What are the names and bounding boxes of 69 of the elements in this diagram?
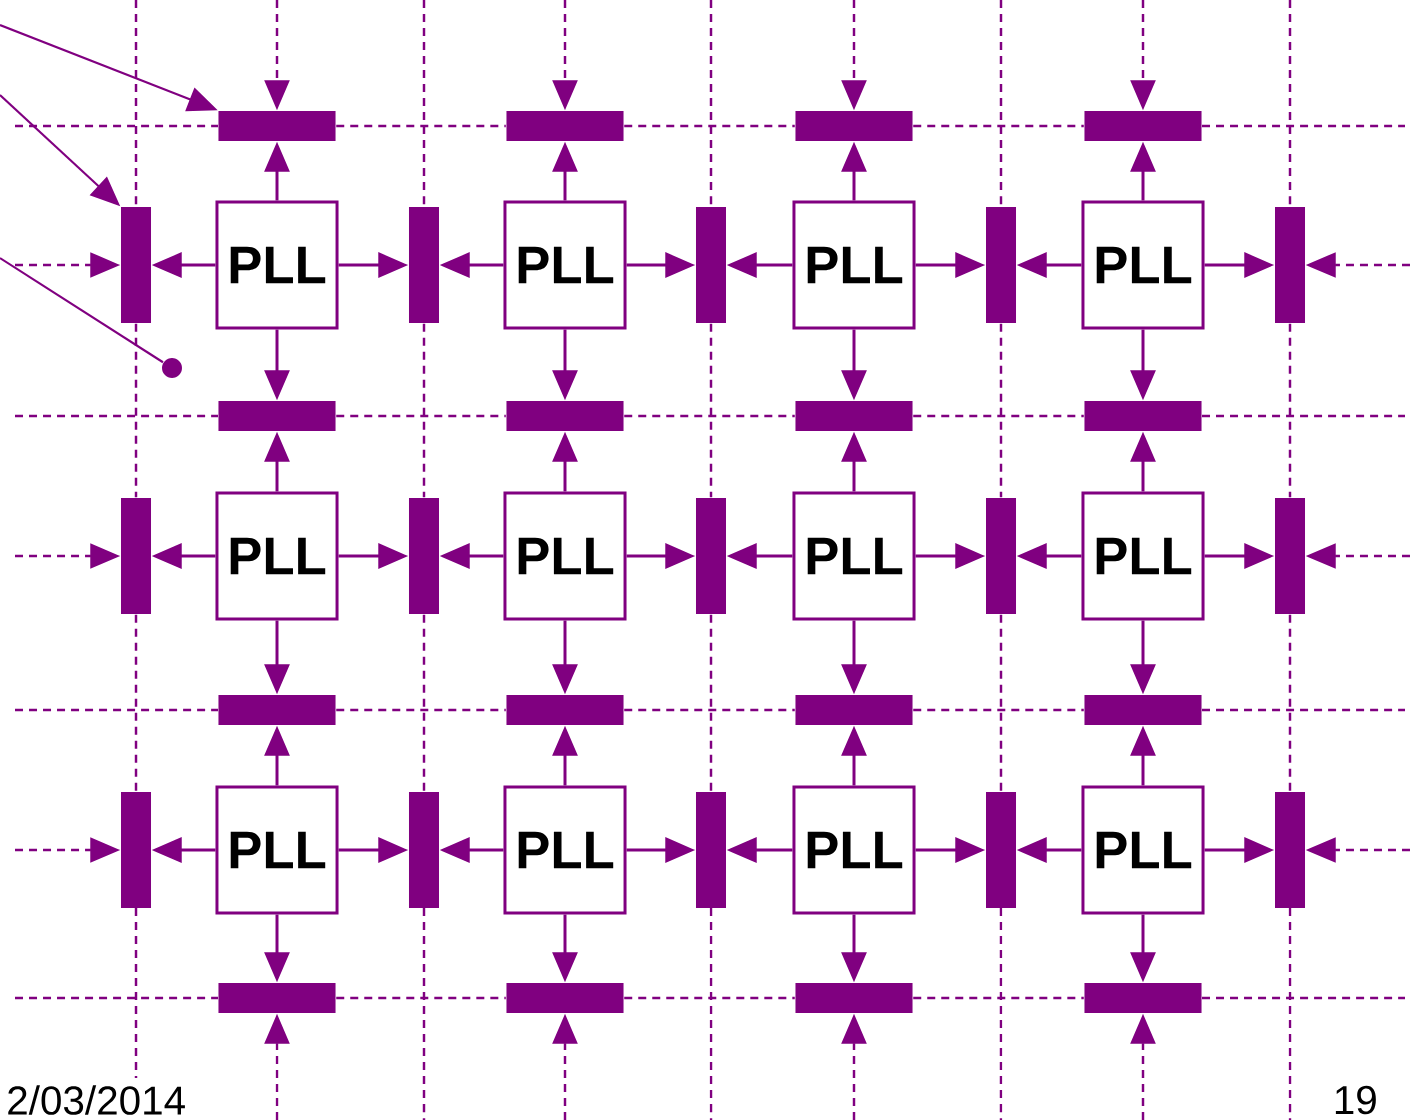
pll-box: PLL xyxy=(503,200,627,330)
bar-block xyxy=(1275,498,1305,615)
bar-block xyxy=(218,983,336,1013)
bar-block xyxy=(795,695,913,726)
dashed-line xyxy=(1288,323,1292,498)
dashed-line xyxy=(913,708,1084,712)
dashed-line xyxy=(336,996,506,1000)
dashed-line xyxy=(336,414,506,418)
bar-block xyxy=(506,695,624,726)
bar-block xyxy=(795,401,913,431)
dashed-line xyxy=(134,323,138,498)
dashed-line xyxy=(336,124,506,128)
bar-block xyxy=(696,206,726,324)
bar-block xyxy=(1084,983,1202,1013)
pll-box: PLL xyxy=(215,200,339,330)
bar-block xyxy=(1084,111,1202,142)
page-number: 19 xyxy=(1329,1082,1382,1118)
dashed-line xyxy=(624,124,795,128)
bar-block xyxy=(218,401,336,431)
pll-box: PLL xyxy=(215,491,339,621)
bar-block xyxy=(795,983,913,1013)
pll-box: PLL xyxy=(503,785,627,915)
bar-block xyxy=(506,111,624,142)
pll-box: PLL xyxy=(503,491,627,621)
pll-box: PLL xyxy=(215,785,339,915)
bar-block xyxy=(1084,695,1202,726)
date-label: 2/03/2014 xyxy=(2,1081,190,1119)
pll-box: PLL xyxy=(792,491,916,621)
dashed-line xyxy=(913,414,1084,418)
bar-block xyxy=(506,983,624,1013)
bar-block xyxy=(696,792,726,909)
dashed-line xyxy=(422,323,426,498)
bar-block xyxy=(696,498,726,615)
bar-block xyxy=(218,695,336,726)
pll-box: PLL xyxy=(1081,785,1205,915)
bar-block xyxy=(121,792,151,909)
dashed-line xyxy=(709,323,713,498)
bar-block xyxy=(1084,401,1202,431)
bar-block xyxy=(795,111,913,142)
dashed-line xyxy=(1288,614,1292,792)
dashed-line xyxy=(709,614,713,792)
dashed-line xyxy=(624,996,795,1000)
dashed-line xyxy=(913,124,1084,128)
dashed-line xyxy=(913,996,1084,1000)
pll-box: PLL xyxy=(792,200,916,330)
bar-block xyxy=(409,792,439,909)
bar-block xyxy=(986,206,1016,324)
bar-block xyxy=(121,498,151,615)
bar-block xyxy=(986,792,1016,909)
leader-line xyxy=(0,257,164,364)
dashed-line xyxy=(624,708,795,712)
dashed-line xyxy=(624,414,795,418)
bar-block xyxy=(121,206,151,324)
bar-block xyxy=(218,111,336,142)
dashed-line xyxy=(999,323,1003,498)
dashed-line xyxy=(999,614,1003,792)
bar-block xyxy=(1275,206,1305,324)
pll-box: PLL xyxy=(792,785,916,915)
dashed-line xyxy=(134,614,138,792)
pll-box: PLL xyxy=(1081,200,1205,330)
bar-block xyxy=(1275,792,1305,909)
dot xyxy=(162,358,182,378)
dashed-line xyxy=(422,614,426,792)
bar-block xyxy=(409,498,439,615)
dashed-line xyxy=(336,708,506,712)
bar-block xyxy=(986,498,1016,615)
pll-box: PLL xyxy=(1081,491,1205,621)
bar-block xyxy=(409,206,439,324)
bar-block xyxy=(506,401,624,431)
